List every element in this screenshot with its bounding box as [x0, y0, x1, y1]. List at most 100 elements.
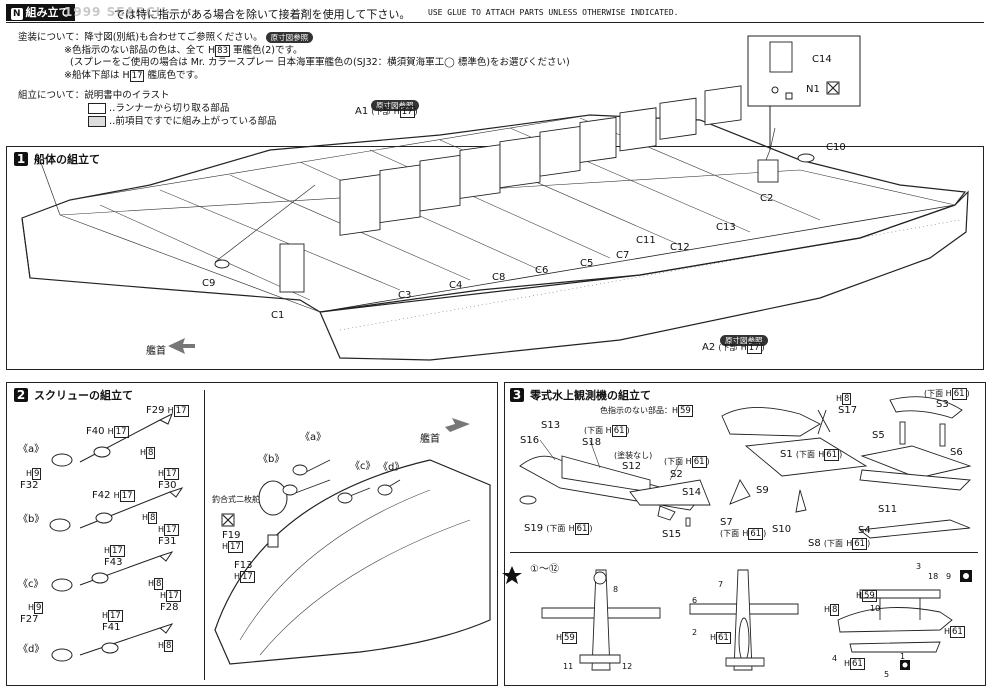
- s19-h: H: [568, 524, 575, 533]
- s7-h: H: [742, 529, 749, 538]
- tv-num: 59: [562, 632, 577, 644]
- part-c6: C6: [535, 265, 549, 276]
- legend-text-2: ‥前項目ですでに組み上がっている部品: [109, 116, 277, 127]
- decal-18: 18: [928, 572, 939, 581]
- decal-3: 3: [916, 562, 922, 571]
- decal-4: 4: [832, 654, 838, 663]
- variant-d-hull: 《d》: [378, 462, 405, 473]
- f41-num: 17: [108, 610, 123, 622]
- s14-label: S14: [682, 487, 702, 498]
- no-paint-note: (塗装なし): [614, 451, 653, 460]
- decal-11: 11: [563, 662, 574, 671]
- h8-d: H: [158, 641, 165, 650]
- s2-num: 61: [691, 456, 707, 468]
- decal-7: 7: [718, 580, 724, 589]
- s17-label: S17: [838, 405, 858, 416]
- h9-d: H: [28, 603, 35, 612]
- a1-num: 17: [399, 106, 415, 118]
- decal-5: 5: [884, 670, 890, 679]
- variant-a: 《a》: [18, 444, 45, 455]
- f19-num: 17: [228, 541, 243, 553]
- part-c12: C12: [670, 242, 690, 253]
- part-c4: C4: [449, 280, 463, 291]
- f43-h: H: [104, 546, 111, 555]
- part-c2: C2: [760, 193, 774, 204]
- decal-12: 12: [622, 662, 633, 671]
- a2-ref-badge: 原寸図参照: [720, 328, 768, 347]
- s8: S8: [808, 538, 821, 549]
- part-c7: C7: [616, 250, 630, 261]
- s12-label: S12: [622, 461, 642, 472]
- h8-c: H: [148, 579, 155, 588]
- a1-ref-badge: 原寸図参照: [371, 93, 419, 112]
- sv-h59: H: [856, 591, 863, 600]
- a2-code: H: [740, 343, 747, 352]
- f29-h: H: [167, 406, 174, 415]
- screw-diagram: [49, 412, 491, 665]
- s2-h: H: [685, 457, 692, 466]
- a1-part: A1: [355, 106, 369, 117]
- s10-label: S10: [772, 524, 792, 535]
- f28-h: H: [160, 591, 167, 600]
- s4-label: S4: [858, 525, 871, 536]
- n8-b: 8: [148, 512, 158, 524]
- step-2-title: スクリューの組立て: [34, 389, 133, 402]
- part-n1: N1: [806, 84, 820, 95]
- section2-divider: [204, 390, 206, 680]
- f30-h: H: [158, 469, 165, 478]
- section3-panel: [504, 382, 986, 686]
- rudder-label: 釣合式二枚舵: [212, 495, 260, 504]
- f43: F43: [104, 557, 123, 568]
- h8-b: H: [142, 513, 149, 522]
- s8-h: H: [846, 539, 853, 548]
- decal-2: 2: [692, 628, 698, 637]
- bow-label-2: 艦首: [420, 434, 440, 445]
- sv-h8: H: [824, 605, 831, 614]
- s8-lower: (下面: [823, 539, 844, 548]
- s3-h: H: [945, 389, 952, 398]
- part-c9: C9: [202, 278, 216, 289]
- s11-label: S11: [878, 504, 898, 515]
- f29: F29: [146, 405, 165, 416]
- sv-h61b: H: [844, 659, 851, 668]
- s17-h: H: [836, 394, 843, 403]
- unspec-text: 色指示のない部品：: [600, 406, 672, 415]
- s1-h: H: [818, 450, 825, 459]
- f41-h: H: [102, 611, 109, 620]
- n8-a: 8: [146, 447, 156, 459]
- f31-h: H: [158, 525, 165, 534]
- a2-num: 17: [746, 342, 762, 354]
- s8-num: 61: [852, 538, 868, 550]
- assembly-note-title: 組立について：説明書中のイラスト: [18, 90, 170, 101]
- variant-c: 《c》: [18, 579, 44, 590]
- f19: F19: [222, 530, 241, 541]
- paint-note-4-text: ※船体下部は: [64, 70, 120, 81]
- h9-b: H: [26, 469, 33, 478]
- hull-code-h: H: [122, 70, 130, 81]
- legend-text-1: ‥ランナーから切り取る部品: [109, 103, 230, 114]
- s18-lower: (下面: [584, 426, 604, 435]
- s19: S19: [524, 523, 544, 534]
- glue-instruction-jp: では特に指示がある場合を除いて接着剤を使用して下さい。: [114, 8, 411, 21]
- step-2-badge: 2: [14, 388, 28, 402]
- n8-d: 8: [164, 640, 174, 652]
- s5-label: S5: [872, 430, 885, 441]
- f31: F31: [158, 536, 177, 547]
- s19-num: 61: [574, 523, 590, 535]
- s1-num: 61: [824, 449, 840, 461]
